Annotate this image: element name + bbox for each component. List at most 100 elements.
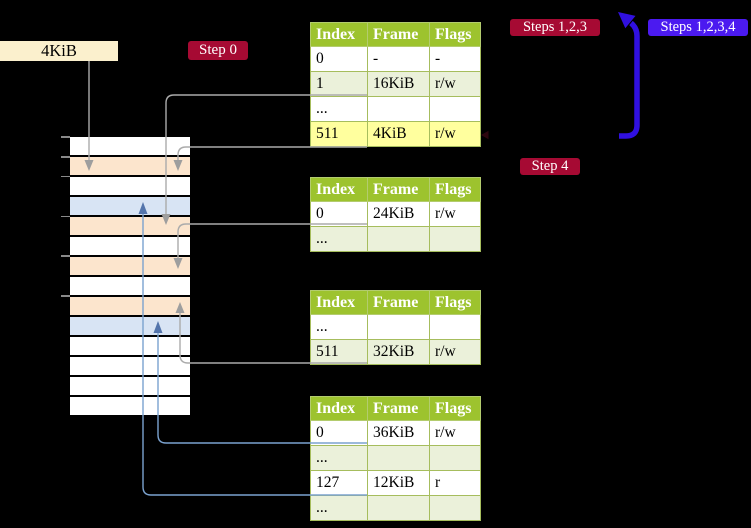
cell xyxy=(367,445,430,471)
cell: 511 xyxy=(310,121,368,147)
column-header-flags: Flags xyxy=(429,22,481,47)
cell xyxy=(429,96,481,122)
step0-badge: Step 0 xyxy=(188,41,248,60)
cell xyxy=(429,495,481,521)
cell: r/w xyxy=(429,121,481,147)
cell xyxy=(429,314,481,340)
column-header-frame: Frame xyxy=(367,177,430,202)
table-row: ... xyxy=(310,314,481,340)
table-row: ... xyxy=(310,226,481,252)
column-header-index: Index xyxy=(310,22,368,47)
cell: ... xyxy=(310,314,368,340)
memory-frame-row-blue xyxy=(70,196,190,216)
memory-address-tick xyxy=(61,156,70,158)
arrowhead-upleft-icon xyxy=(618,12,636,29)
column-header-index: Index xyxy=(310,396,368,421)
frame-4kib-label: 4KiB xyxy=(0,41,118,61)
cell: 4KiB xyxy=(367,121,430,147)
memory-address-tick xyxy=(61,215,70,218)
table-row: ... xyxy=(310,96,481,122)
table-row: ... xyxy=(310,495,481,521)
cell xyxy=(367,226,430,252)
memory-frame-row-white xyxy=(70,276,190,296)
cell: 16KiB xyxy=(367,71,430,97)
memory-frame-row-white xyxy=(70,176,190,196)
cell xyxy=(429,445,481,471)
memory-address-tick xyxy=(61,136,70,138)
memory-address-tick xyxy=(61,175,70,178)
arrow-shaft xyxy=(619,20,640,139)
table-row: 0-- xyxy=(310,46,481,72)
cell: - xyxy=(367,46,430,72)
cell xyxy=(367,314,430,340)
cell: 0 xyxy=(310,201,368,227)
cell xyxy=(429,226,481,252)
table-row: ... xyxy=(310,445,481,471)
cell: 0 xyxy=(310,420,368,446)
memory-frame-row-peach xyxy=(70,216,190,236)
steps-1234-badge: Steps 1,2,3,4 xyxy=(648,19,748,36)
cell: 511 xyxy=(310,339,368,365)
cell: r/w xyxy=(429,201,481,227)
cell: 36KiB xyxy=(367,420,430,446)
column-header-frame: Frame xyxy=(367,396,430,421)
memory-frame-row-white xyxy=(70,336,190,356)
step4-badge: Step 4 xyxy=(520,158,580,175)
column-header-frame: Frame xyxy=(367,22,430,47)
memory-frame-row-peach xyxy=(70,296,190,316)
cell: 12KiB xyxy=(367,470,430,496)
memory-frame-row-white xyxy=(70,137,190,156)
arrow-shaft xyxy=(177,146,367,160)
cell: ... xyxy=(310,96,368,122)
cell: r/w xyxy=(429,339,481,365)
memory-frame-row-white xyxy=(70,396,190,416)
cell: ... xyxy=(310,495,368,521)
arrow-l4-entry511-to-frame-4kib xyxy=(173,146,367,171)
memory-address-tick xyxy=(61,255,70,257)
cell: r xyxy=(429,470,481,496)
physical-memory-stack xyxy=(70,137,190,416)
column-header-flags: Flags xyxy=(429,290,481,315)
cell: 32KiB xyxy=(367,339,430,365)
cell: r/w xyxy=(429,71,481,97)
cell: r/w xyxy=(429,420,481,446)
result-marker-left-icon xyxy=(481,130,489,140)
memory-frame-row-white xyxy=(70,236,190,256)
column-header-frame: Frame xyxy=(367,290,430,315)
column-header-flags: Flags xyxy=(429,396,481,421)
cell: 24KiB xyxy=(367,201,430,227)
arrow-steps-loop xyxy=(618,12,640,139)
memory-frame-row-blue xyxy=(70,316,190,336)
memory-address-tick xyxy=(61,295,70,297)
cell: ... xyxy=(310,226,368,252)
memory-frame-row-peach xyxy=(70,256,190,276)
column-header-index: Index xyxy=(310,177,368,202)
cell: 1 xyxy=(310,71,368,97)
column-header-flags: Flags xyxy=(429,177,481,202)
cell xyxy=(367,495,430,521)
memory-frame-row-white xyxy=(70,356,190,376)
cell: ... xyxy=(310,445,368,471)
steps-123-badge: Steps 1,2,3 xyxy=(510,19,600,36)
cell: 127 xyxy=(310,470,368,496)
cell: - xyxy=(429,46,481,72)
memory-frame-row-white xyxy=(70,376,190,396)
